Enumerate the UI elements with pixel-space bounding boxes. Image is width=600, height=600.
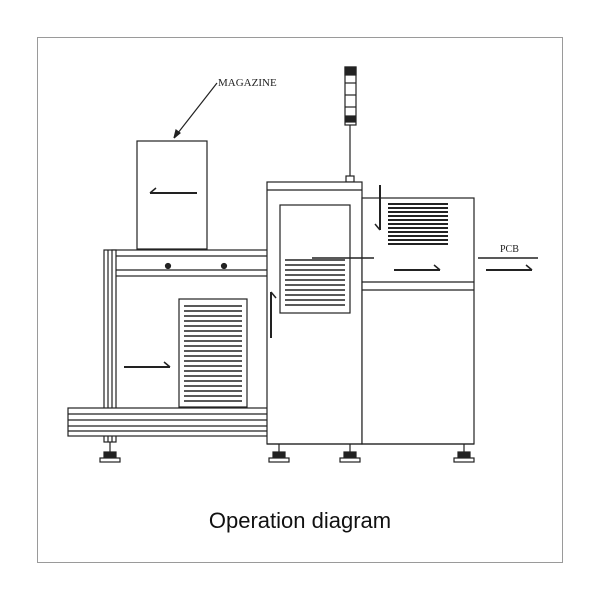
magazine-leader-line <box>173 82 218 139</box>
rail-bolt <box>164 262 172 270</box>
arrow-right-icon <box>394 264 441 271</box>
leveling-foot <box>99 442 121 463</box>
magazine-label: MAGAZINE <box>218 77 277 89</box>
leveling-foot <box>339 444 361 463</box>
main-machine <box>266 66 538 463</box>
rail-bolt <box>220 262 228 270</box>
diagram-caption: Operation diagram <box>208 508 392 533</box>
right-cabinet <box>361 197 475 445</box>
leveling-foot <box>453 444 475 463</box>
lower-magazine <box>178 298 248 408</box>
leader-arrowhead <box>173 128 181 139</box>
magazine-loader <box>67 82 269 463</box>
pcb-label: PCB <box>500 244 519 255</box>
leveling-foot <box>268 444 290 463</box>
window-slots <box>285 259 345 306</box>
top-right-stack <box>388 203 448 245</box>
arrow-right-icon <box>124 361 171 368</box>
upper-rail <box>111 249 269 277</box>
arrow-left-icon <box>149 187 197 194</box>
signal-tower <box>344 66 357 183</box>
arrow-right-icon <box>486 264 533 271</box>
arrow-down-icon <box>374 185 381 231</box>
arrow-up-icon <box>270 291 277 338</box>
top-magazine <box>136 140 208 250</box>
bottom-rail <box>67 407 269 437</box>
cabinet-window <box>279 204 351 314</box>
lower-magazine-slots <box>184 305 242 402</box>
